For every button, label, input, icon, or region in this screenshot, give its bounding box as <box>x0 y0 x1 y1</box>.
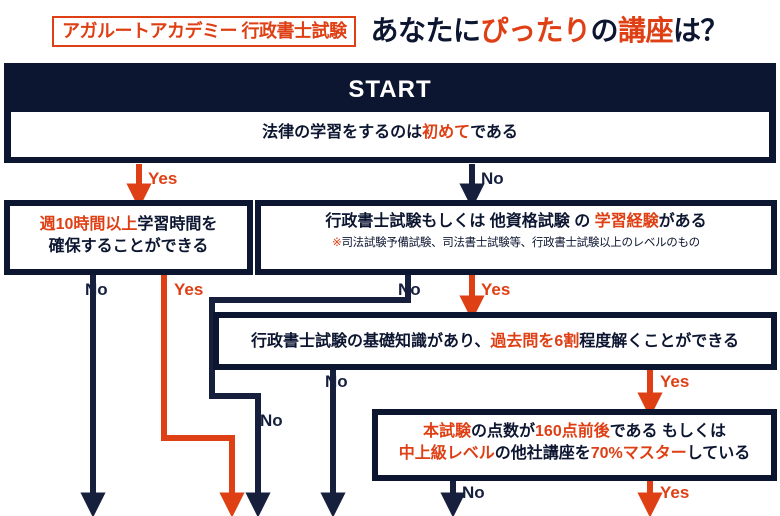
box-experience <box>255 200 777 275</box>
headline-part-2: の <box>590 15 618 46</box>
edge-experience-no <box>209 275 411 516</box>
page-title: あなたにぴったりの講座は？ <box>370 17 728 45</box>
page-header: アガルートアカデミー 行政書士試験 あなたにぴったりの講座は？ <box>0 0 780 62</box>
headline-part-1: ぴったり <box>480 15 591 46</box>
headline-part-0: あなたに <box>370 15 481 46</box>
box-score <box>372 409 777 481</box>
edge-left-yes <box>161 275 245 516</box>
headline-part-4: は？ <box>673 15 729 46</box>
brand-badge: アガルートアカデミー 行政書士試験 <box>51 15 357 47</box>
box-basic-knowledge <box>213 312 777 370</box>
headline-part-3: 講座 <box>618 15 674 46</box>
box-left-study-time <box>4 200 253 275</box>
start-block <box>4 63 776 163</box>
